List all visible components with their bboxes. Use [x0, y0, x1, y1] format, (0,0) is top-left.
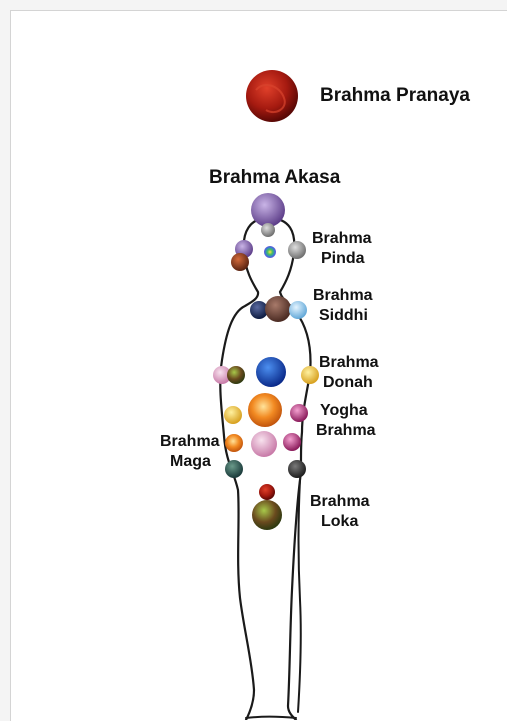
- sacral-pink-orb: [251, 431, 277, 457]
- label-donah-line2: Donah: [319, 373, 379, 393]
- label-loka-line2: Loka: [310, 512, 370, 532]
- solar-magenta-orb: [290, 404, 308, 422]
- label-yogha-brahma: Yogha Brahma: [316, 401, 376, 441]
- head-left-rust-orb: [231, 253, 249, 271]
- root-teal-orb: [225, 460, 243, 478]
- label-siddhi-line1: Brahma: [313, 286, 373, 306]
- chest-green-orb: [227, 366, 245, 384]
- label-brahma-siddhi: Brahma Siddhi: [313, 286, 373, 326]
- sacral-magenta-orb: [283, 433, 301, 451]
- head-top-small-orb: [261, 223, 275, 237]
- loka-small-red-orb: [259, 484, 275, 500]
- label-brahma-pinda: Brahma Pinda: [312, 229, 372, 269]
- foot-line: [246, 717, 296, 719]
- label-donah-line1: Brahma: [319, 353, 379, 373]
- solar-yellow-orb: [224, 406, 242, 424]
- throat-brown-orb: [265, 296, 291, 322]
- pranaya-orb: [246, 70, 298, 122]
- chest-yellow-orb: [301, 366, 319, 384]
- root-dark-orb: [288, 460, 306, 478]
- label-brahma-akasa: Brahma Akasa: [209, 168, 340, 188]
- loka-green-orb: [252, 500, 282, 530]
- label-yogha-line1: Yogha: [316, 401, 376, 421]
- label-brahma-maga: Brahma Maga: [160, 432, 220, 472]
- head-right-grey-orb: [288, 241, 306, 259]
- label-brahma-donah: Brahma Donah: [319, 353, 379, 393]
- label-pinda-line2: Pinda: [312, 249, 372, 269]
- chest-blue-orb: [256, 357, 286, 387]
- label-brahma-pranaya: Brahma Pranaya: [320, 86, 470, 106]
- sacral-orange-orb: [225, 434, 243, 452]
- leg-inner-line: [298, 480, 301, 712]
- throat-sky-orb: [289, 301, 307, 319]
- akasa-orb: [251, 193, 285, 227]
- label-loka-line1: Brahma: [310, 492, 370, 512]
- label-siddhi-line2: Siddhi: [313, 306, 373, 326]
- label-brahma-loka: Brahma Loka: [310, 492, 370, 532]
- label-yogha-line2: Brahma: [316, 421, 376, 441]
- label-maga-line2: Maga: [160, 452, 220, 472]
- label-maga-line1: Brahma: [160, 432, 220, 452]
- head-center-rainbow-orb: [264, 246, 276, 258]
- label-pinda-line1: Brahma: [312, 229, 372, 249]
- solar-orange-orb: [248, 393, 282, 427]
